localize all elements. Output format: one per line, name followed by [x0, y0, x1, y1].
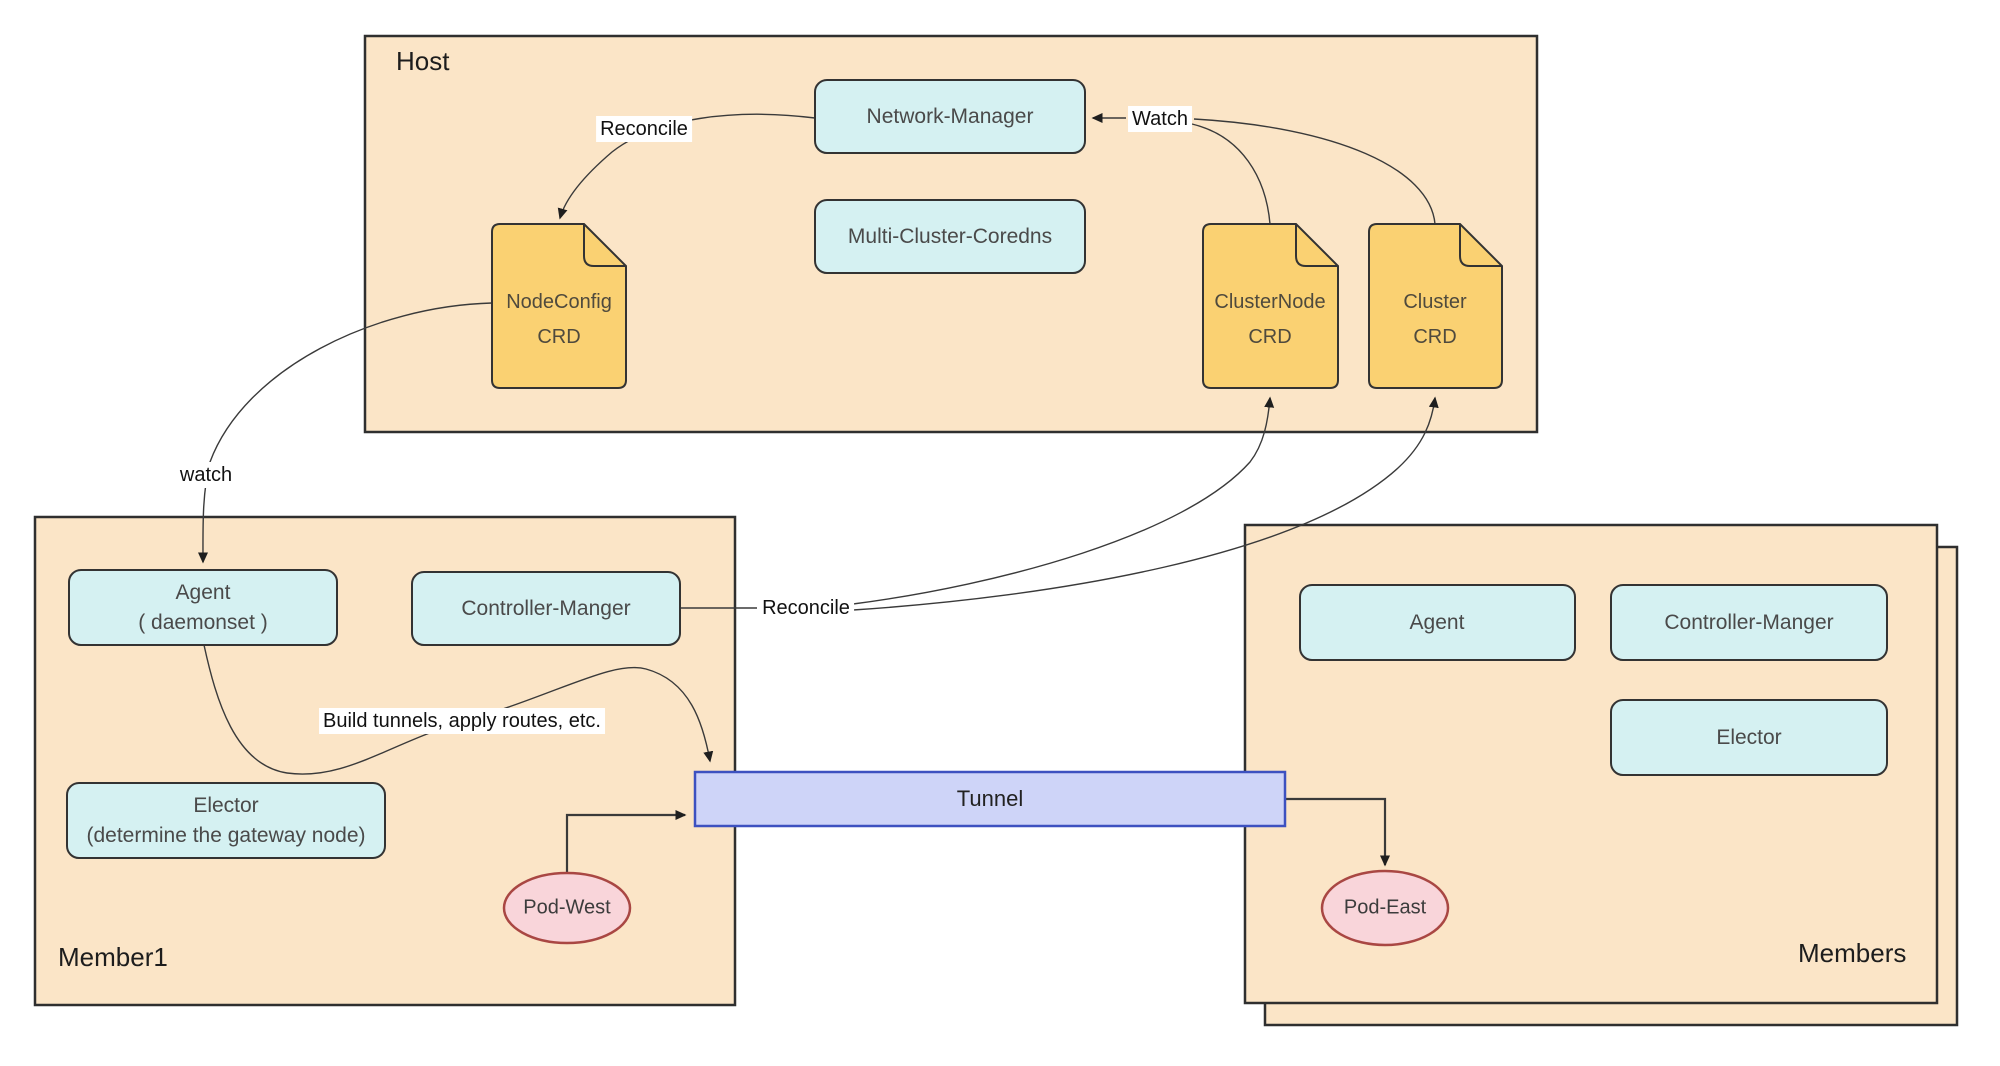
tunnel-label: Tunnel	[956, 786, 1024, 811]
agent-members-label: Agent	[1409, 611, 1465, 634]
clusternode-crd-label-line1: ClusterNode	[1214, 291, 1326, 313]
agent-member1-node	[68, 569, 338, 646]
elector-member1-label-line1: Elector	[193, 794, 259, 817]
clusternode-crd-label: ClusterNode CRD	[1214, 285, 1325, 355]
nodeconfig-crd-label: NodeConfig CRD	[506, 285, 612, 355]
edge-networkmanager-reconcile-nodeconfig	[557, 113, 816, 220]
nodeconfig-crd-doc-fold	[583, 224, 626, 267]
network-manager-label: Network-Manager	[866, 105, 1034, 128]
members-container-title: Members	[1798, 938, 1907, 968]
multi-cluster-coredns-node	[814, 199, 1086, 274]
pod-west-node	[502, 871, 632, 945]
clusternode-crd-doc-fold	[1295, 224, 1338, 267]
edge-label-watch-host: Watch	[1128, 106, 1192, 132]
elector-member1-label-line2: (determine the gateway node)	[86, 824, 366, 847]
host-container-title: Host	[396, 46, 450, 76]
nodeconfig-crd-label-line1: NodeConfig	[506, 291, 612, 313]
pod-east-node	[1320, 869, 1450, 947]
edge-reconcile-to-clustercrd	[852, 396, 1439, 611]
nodeconfig-crd-label-line2: CRD	[537, 326, 581, 348]
process-nodes-group	[66, 79, 1888, 859]
edges-group	[197, 113, 1439, 872]
elector-members-node	[1610, 699, 1888, 776]
edge-label-build-tunnels: Build tunnels, apply routes, etc.	[319, 708, 605, 734]
member1-container-title: Member1	[58, 942, 168, 972]
network-manager-node	[814, 79, 1086, 154]
cluster-crd-label-line2: CRD	[1413, 326, 1457, 348]
cluster-crd-doc-fold	[1459, 224, 1502, 267]
edge-podwest-to-tunnel	[565, 810, 687, 872]
cluster-crd-label-line1: Cluster	[1403, 291, 1467, 313]
controller-manager-members-label: Controller-Manger	[1664, 611, 1834, 634]
edge-label-watch-member: watch	[175, 462, 237, 488]
elector-members-label: Elector	[1716, 726, 1782, 749]
edge-label-reconcile-member: Reconcile	[758, 595, 854, 621]
crd-docs-group	[491, 223, 1503, 389]
elector-member1-node	[66, 782, 386, 859]
edge-nodeconfig-watch-agent	[197, 302, 493, 564]
edge-reconcile-to-clusternodecrd	[852, 396, 1275, 605]
cluster-crd-label: Cluster CRD	[1403, 285, 1466, 355]
pod-east-label: Pod-East	[1343, 896, 1427, 919]
pod-west-label: Pod-West	[523, 896, 611, 919]
edge-tunnel-to-podeast	[1285, 797, 1390, 867]
elector-member1-label: Elector (determine the gateway node)	[87, 791, 366, 851]
multi-cluster-coredns-label: Multi-Cluster-Coredns	[847, 225, 1053, 248]
clusternode-crd-label-line2: CRD	[1248, 326, 1292, 348]
controller-manager-member1-node	[411, 571, 681, 646]
controller-manager-members-node	[1610, 584, 1888, 661]
agent-members-node	[1299, 584, 1576, 661]
agent-member1-label-line2: ( daemonset )	[138, 611, 268, 634]
edge-label-reconcile-host: Reconcile	[596, 116, 692, 142]
agent-member1-label-line1: Agent	[175, 581, 231, 604]
edge-clusternodecrd-to-watch	[1191, 123, 1271, 225]
agent-member1-label: Agent ( daemonset )	[138, 578, 268, 638]
tunnel-node	[693, 770, 1287, 828]
controller-manager-member1-label: Controller-Manger	[461, 597, 631, 620]
edge-clustercrd-to-watch	[1193, 118, 1436, 225]
